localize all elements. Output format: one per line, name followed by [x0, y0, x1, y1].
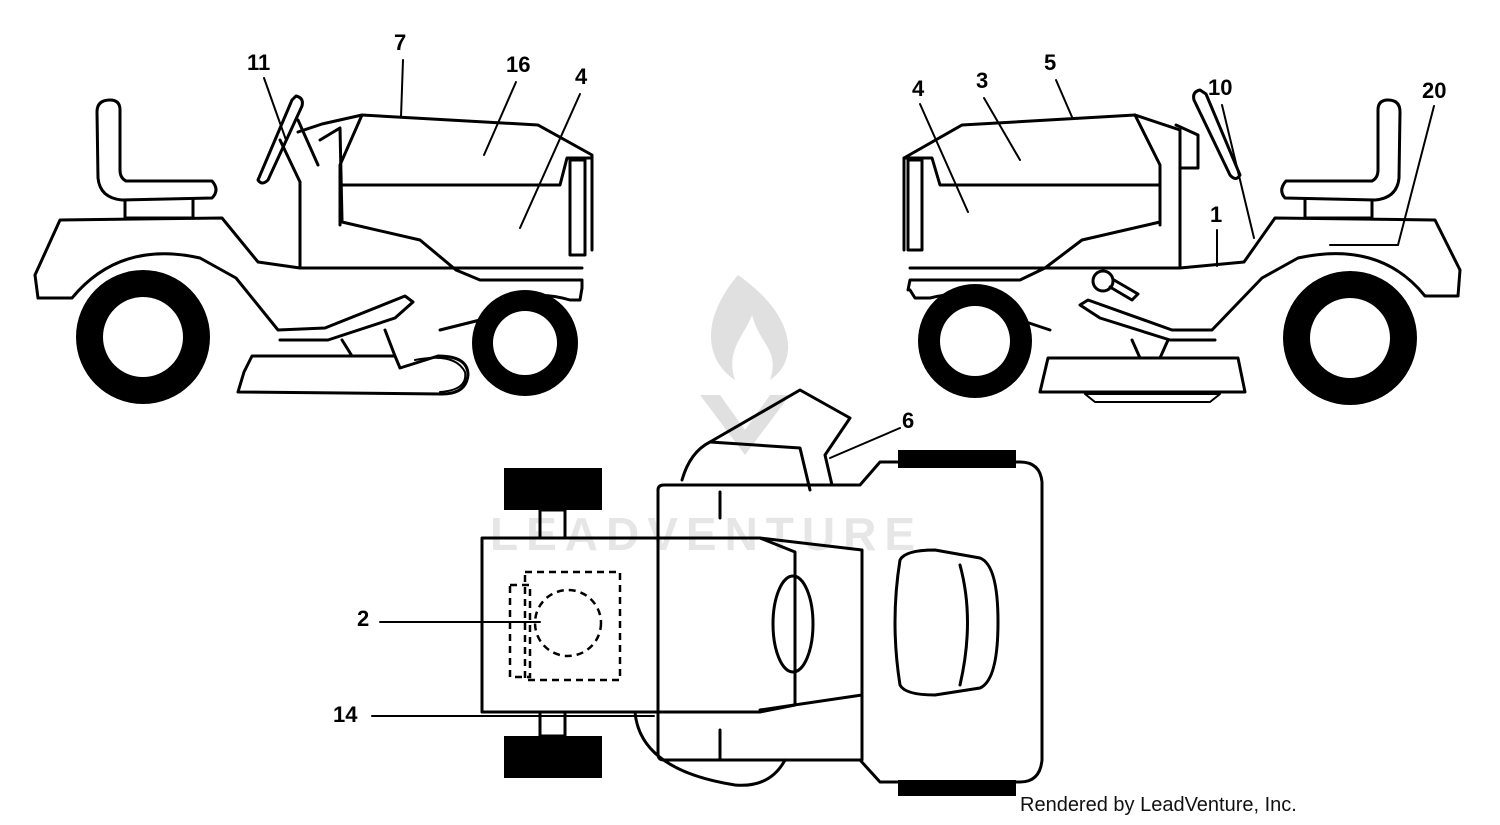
tractor-top-view	[480, 388, 1044, 796]
left-view-callouts: 7 11 16 4	[247, 30, 588, 229]
callout-14: 14	[333, 702, 358, 727]
callout-20: 20	[1422, 78, 1446, 103]
credit-text: Rendered by LeadVenture, Inc.	[1020, 794, 1297, 816]
callout-10: 10	[1208, 75, 1232, 100]
callout-11: 11	[247, 50, 270, 75]
callout-16: 16	[506, 52, 530, 77]
callout-4-right: 4	[912, 76, 925, 101]
watermark-text: LEADVENTURE	[490, 508, 923, 560]
flame-v-logo-icon	[700, 275, 790, 455]
callout-7: 7	[394, 30, 406, 55]
callout-3: 3	[976, 68, 988, 93]
callout-1: 1	[1210, 202, 1222, 227]
tractor-left-side-view	[33, 94, 594, 404]
callout-4-left: 4	[575, 64, 588, 89]
top-view-callouts: 6 2 14	[333, 408, 914, 727]
callout-2: 2	[357, 606, 369, 631]
right-view-callouts: 4 3 5 10 1 20	[912, 50, 1446, 267]
callout-5: 5	[1044, 50, 1056, 75]
tractor-right-side-view	[902, 88, 1462, 405]
callout-6: 6	[902, 408, 914, 433]
